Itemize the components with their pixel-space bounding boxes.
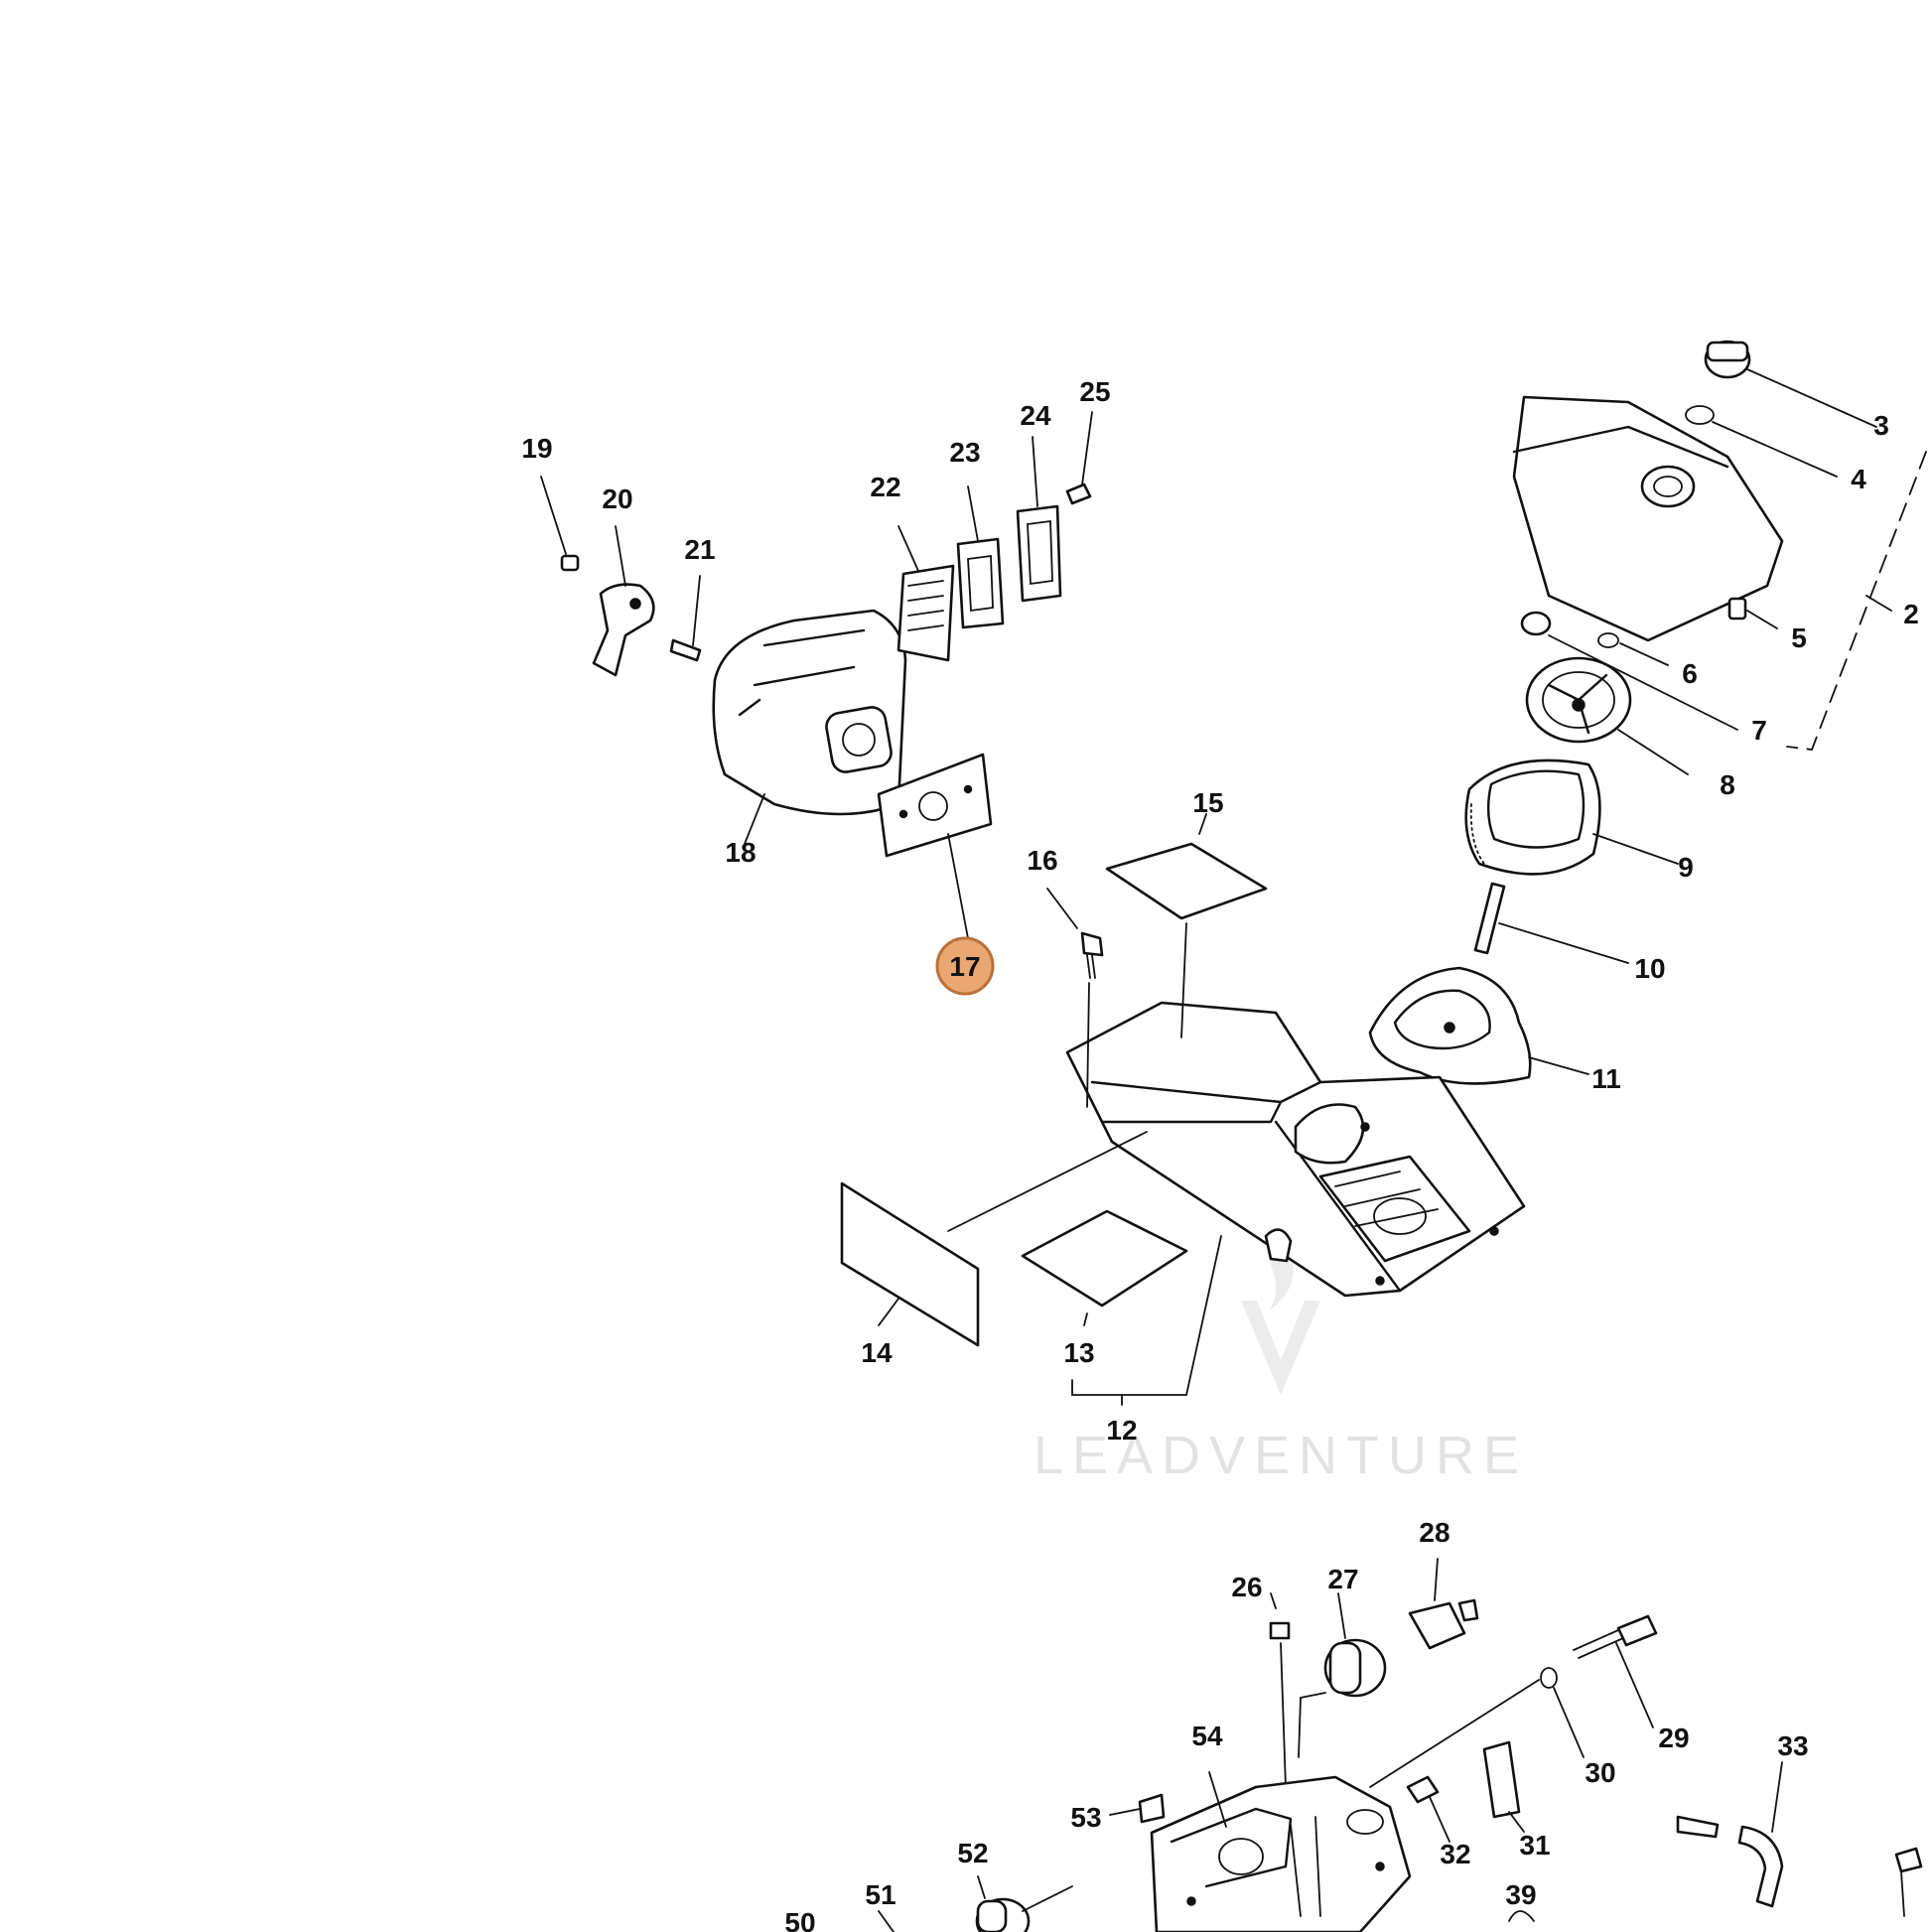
part-label-10[interactable]: 10 [1634,953,1665,984]
part-label-7[interactable]: 7 [1751,715,1767,746]
part-label-26[interactable]: 26 [1231,1572,1262,1602]
part-label-8[interactable]: 8 [1720,769,1735,800]
part-label-18[interactable]: 18 [725,837,756,868]
part-label-27[interactable]: 27 [1327,1564,1358,1594]
watermark: LEADVENTURE [1034,1201,1528,1485]
air-box-assembly [840,813,1526,1406]
part-label-14[interactable]: 14 [861,1337,893,1368]
part-label-53[interactable]: 53 [1070,1802,1101,1833]
part-label-2[interactable]: 2 [1903,599,1919,629]
part-label-52[interactable]: 52 [957,1838,988,1868]
part-labels: 3 4 2 5 6 7 8 9 10 11 12 13 14 15 16 17 … [521,376,1918,1932]
part-label-16[interactable]: 16 [1027,845,1057,876]
part-label-13[interactable]: 13 [1063,1337,1094,1368]
part-label-5[interactable]: 5 [1791,622,1807,653]
crankcase-assembly [878,1558,1923,1932]
part-label-17[interactable]: 17 [949,951,980,982]
part-label-21[interactable]: 21 [684,534,715,565]
part-label-28[interactable]: 28 [1419,1517,1449,1548]
part-label-24[interactable]: 24 [1020,400,1051,431]
part-label-6[interactable]: 6 [1682,658,1698,689]
part-label-3[interactable]: 3 [1873,410,1889,441]
part-label-29[interactable]: 29 [1658,1723,1689,1753]
part-label-11[interactable]: 11 [1591,1063,1621,1094]
part-label-50[interactable]: 50 [784,1907,815,1932]
part-label-31[interactable]: 31 [1519,1830,1550,1861]
part-label-22[interactable]: 22 [870,472,900,502]
part-label-39[interactable]: 39 [1505,1879,1536,1910]
air-filter-assembly [1368,656,1689,1085]
muffler-assembly [540,411,1093,939]
part-label-9[interactable]: 9 [1678,852,1694,883]
part-label-51[interactable]: 51 [865,1879,896,1910]
part-label-12[interactable]: 12 [1106,1415,1137,1446]
highlight-ring-17[interactable] [937,938,993,994]
part-label-19[interactable]: 19 [521,433,552,464]
part-label-54[interactable]: 54 [1191,1721,1223,1751]
part-label-25[interactable]: 25 [1079,376,1110,407]
part-label-30[interactable]: 30 [1585,1757,1615,1788]
part-label-33[interactable]: 33 [1777,1730,1808,1761]
part-label-15[interactable]: 15 [1192,787,1223,818]
watermark-text: LEADVENTURE [1034,1426,1528,1485]
part-label-20[interactable]: 20 [602,483,632,514]
part-label-4[interactable]: 4 [1851,464,1866,494]
fuel-tank-assembly [1512,340,1927,751]
part-label-23[interactable]: 23 [949,437,980,468]
part-label-32[interactable]: 32 [1440,1839,1470,1869]
